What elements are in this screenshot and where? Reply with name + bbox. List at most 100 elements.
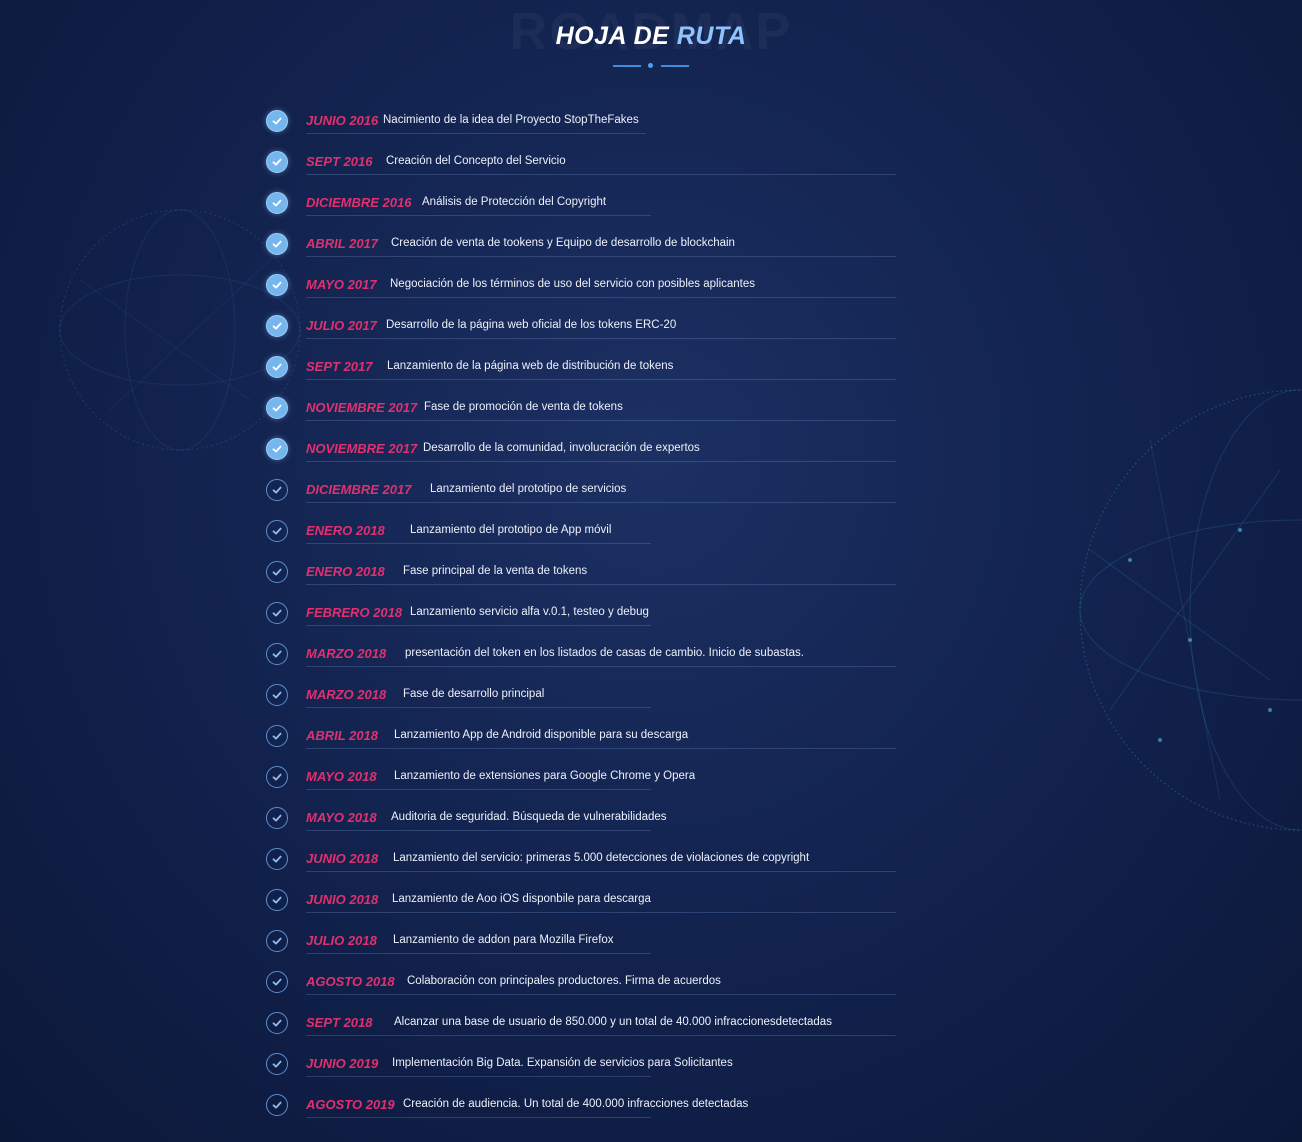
milestone-description: Desarrollo de la comunidad, involucració… [423, 442, 700, 454]
milestone-divider [306, 1076, 651, 1077]
milestone-date: MARZO 2018 [306, 687, 387, 702]
check-circle-outline-icon [266, 520, 288, 542]
milestone-divider [306, 1035, 896, 1036]
milestone-divider [306, 215, 651, 216]
milestone-divider [306, 256, 896, 257]
section-header: HOJA DE RUTA [0, 22, 1302, 69]
milestone-description: Lanzamiento App de Android disponible pa… [394, 729, 689, 741]
check-circle-outline-icon [266, 479, 288, 501]
milestone-divider [306, 1117, 651, 1118]
page-title: HOJA DE RUTA [0, 22, 1302, 51]
check-circle-outline-icon [266, 807, 288, 829]
milestone-date: JUNIO 2016 [306, 113, 379, 128]
milestone-divider [306, 420, 896, 421]
milestone-description: Creación del Concepto del Servicio [386, 155, 566, 167]
milestone-date: AGOSTO 2018 [306, 974, 395, 989]
milestone-date: JULIO 2017 [306, 318, 377, 333]
milestone-date: AGOSTO 2019 [306, 1097, 395, 1112]
milestone-description: Creación de venta de tookens y Equipo de… [391, 237, 735, 249]
milestone-description: Implementación Big Data. Expansión de se… [392, 1057, 733, 1069]
milestone-description: Creación de audiencia. Un total de 400.0… [403, 1098, 749, 1110]
milestone-date: SEPT 2016 [306, 154, 373, 169]
check-circle-filled-icon [266, 315, 288, 337]
milestone-divider [306, 994, 896, 995]
milestone-description: Lanzamiento del prototipo de App móvil [410, 524, 612, 536]
milestone-description: Negociación de los términos de uso del s… [390, 278, 756, 290]
milestone-date: JUNIO 2018 [306, 892, 379, 907]
milestone-description: Lanzamiento de addon para Mozilla Firefo… [393, 934, 614, 946]
roadmap-item: SEPT 2016 Creación del Concepto del Servi… [262, 147, 902, 188]
check-circle-filled-icon [266, 233, 288, 255]
milestone-description: Fase principal de la venta de tokens [403, 565, 588, 577]
milestone-divider [306, 174, 896, 175]
check-circle-outline-icon [266, 684, 288, 706]
check-circle-outline-icon [266, 930, 288, 952]
roadmap-item: AGOSTO 2018 Colaboración con principales … [262, 967, 902, 1008]
milestone-date: ENERO 2018 [306, 564, 385, 579]
milestone-description: presentación del token en los listados d… [405, 647, 804, 659]
milestone-description: Lanzamiento del servicio: primeras 5.000… [393, 852, 810, 864]
milestone-date: MARZO 2018 [306, 646, 387, 661]
roadmap-watermark: ROADMAP [0, 2, 1302, 62]
check-circle-outline-icon [266, 725, 288, 747]
milestone-description: Colaboración con principales productores… [407, 975, 721, 987]
milestone-divider [306, 584, 896, 585]
milestone-divider [306, 625, 651, 626]
check-circle-filled-icon [266, 151, 288, 173]
milestone-date: MAYO 2018 [306, 810, 377, 825]
milestone-divider [306, 953, 651, 954]
check-circle-outline-icon [266, 766, 288, 788]
milestone-divider [306, 789, 651, 790]
milestone-date: FEBRERO 2018 [306, 605, 403, 620]
milestone-description: Lanzamiento de la página web de distribu… [387, 360, 674, 372]
milestone-description: Alcanzar una base de usuario de 850.000 … [394, 1016, 832, 1028]
network-globe-right-decoration [1079, 389, 1302, 831]
divider-line-left [613, 65, 641, 67]
check-circle-outline-icon [266, 602, 288, 624]
milestone-divider [306, 297, 896, 298]
check-circle-filled-icon [266, 110, 288, 132]
milestone-date: ENERO 2018 [306, 523, 385, 538]
roadmap-item: ENERO 2018 Fase principal de la venta de … [262, 557, 902, 598]
milestone-divider [306, 379, 896, 380]
roadmap-item: MAYO 2018 Auditoria de seguridad. Búsqued… [262, 803, 902, 844]
check-circle-filled-icon [266, 192, 288, 214]
divider-dot [648, 63, 653, 68]
milestone-divider [306, 543, 651, 544]
milestone-divider [306, 707, 651, 708]
check-circle-filled-icon [266, 397, 288, 419]
milestone-date: MAYO 2017 [306, 277, 377, 292]
check-circle-outline-icon [266, 1012, 288, 1034]
milestone-description: Auditoria de seguridad. Búsqueda de vuln… [391, 811, 667, 823]
milestone-description: Lanzamiento de Aoo iOS disponbile para d… [392, 893, 651, 905]
check-circle-outline-icon [266, 971, 288, 993]
check-circle-outline-icon [266, 1094, 288, 1116]
milestone-divider [306, 666, 896, 667]
check-circle-filled-icon [266, 438, 288, 460]
milestone-date: JUNIO 2019 [306, 1056, 379, 1071]
check-circle-outline-icon [266, 561, 288, 583]
milestone-description: Lanzamiento del prototipo de servicios [430, 483, 627, 495]
milestone-divider [306, 748, 896, 749]
title-part-2: RUTA [676, 22, 747, 50]
check-circle-outline-icon [266, 889, 288, 911]
milestone-date: SEPT 2018 [306, 1015, 373, 1030]
milestone-divider [306, 502, 896, 503]
roadmap-item: JUNIO 2019 Implementación Big Data. Expan… [262, 1049, 902, 1090]
check-circle-outline-icon [266, 848, 288, 870]
check-circle-outline-icon [266, 643, 288, 665]
milestone-date: DICIEMBRE 2016 [306, 195, 412, 210]
milestone-description: Lanzamiento de extensiones para Google C… [394, 770, 696, 782]
milestone-date: JUNIO 2018 [306, 851, 379, 866]
milestone-date: NOVIEMBRE 2017 [306, 400, 418, 415]
